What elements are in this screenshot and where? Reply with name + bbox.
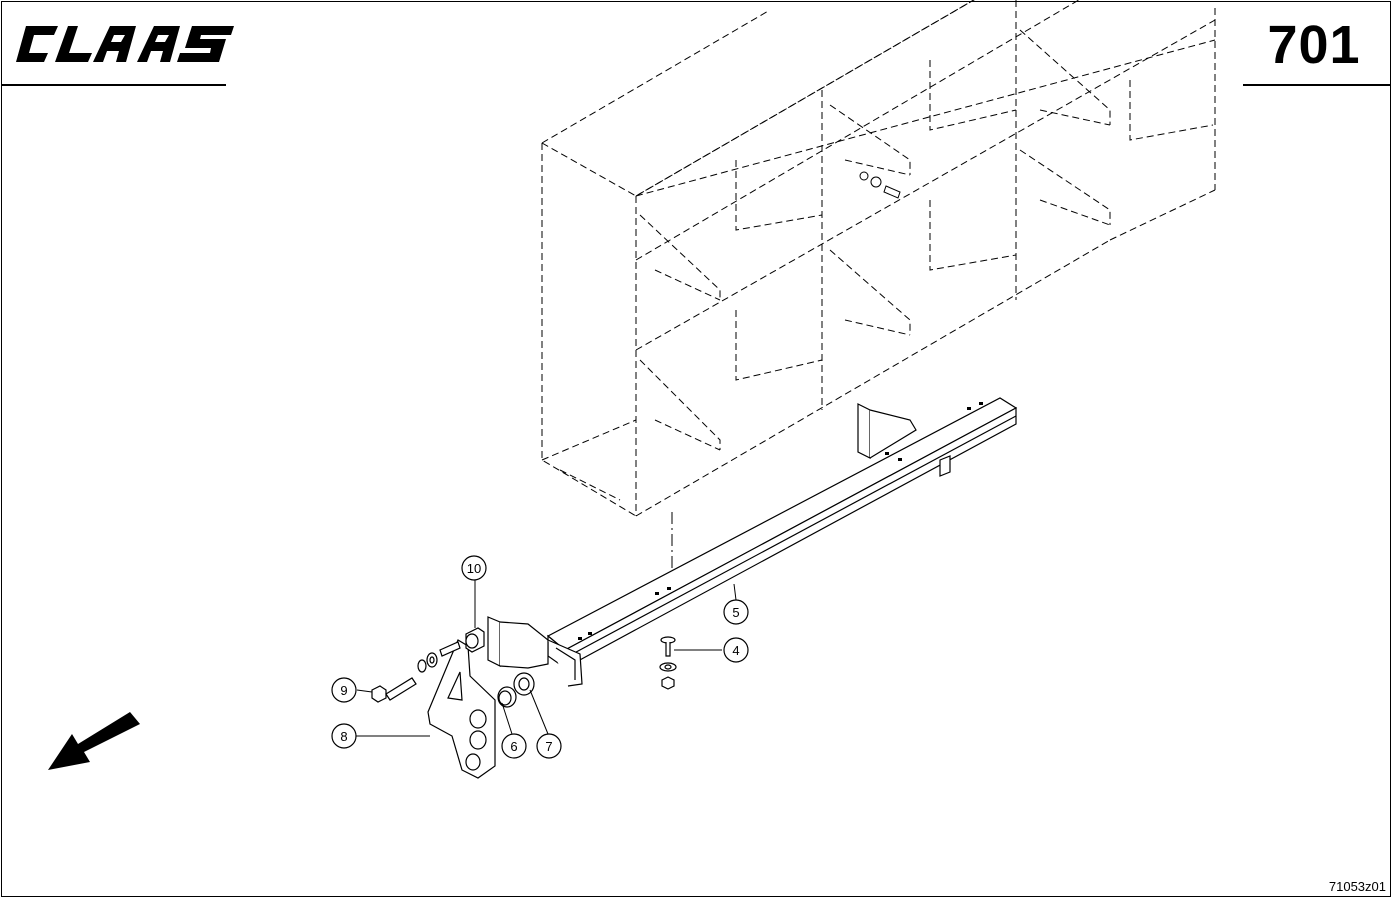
svg-text:9: 9: [340, 683, 347, 698]
washer-part-7: [513, 672, 535, 696]
callout-6[interactable]: 6: [501, 733, 527, 759]
bracket-part-8: [427, 639, 496, 779]
svg-text:7: 7: [545, 739, 552, 754]
ring-part-6: [497, 686, 517, 708]
svg-text:4: 4: [732, 643, 739, 658]
claas-logo: CLAAS: [14, 20, 236, 73]
bushing-part-10: [465, 627, 485, 653]
callout-9[interactable]: 9: [331, 677, 357, 703]
leader-lines: [356, 580, 737, 737]
page-number: 701: [1267, 15, 1361, 75]
svg-text:8: 8: [340, 729, 347, 744]
chassis-frame-dashed: [541, 0, 1216, 517]
chassis-bolt: [859, 171, 901, 199]
header-rule-left: [1, 84, 226, 86]
fastener-part-4: [659, 636, 677, 690]
callout-7[interactable]: 7: [536, 733, 562, 759]
callout-5[interactable]: 5: [723, 599, 749, 625]
rail-part-5: [546, 397, 1018, 670]
svg-text:5: 5: [732, 605, 739, 620]
rail-bracket-rear: [857, 403, 951, 477]
direction-arrow-icon: [48, 712, 140, 770]
drawing-code: 71053z01: [1328, 879, 1386, 894]
rail-bracket-front: [487, 616, 583, 687]
svg-text:6: 6: [510, 739, 517, 754]
svg-text:10: 10: [467, 561, 481, 576]
header-rule-right: [1243, 84, 1391, 86]
callout-4[interactable]: 4: [723, 637, 749, 663]
callout-10[interactable]: 10: [461, 555, 487, 581]
claas-logo-mark: [16, 26, 234, 62]
bolt-part-9: [371, 641, 461, 703]
callout-8[interactable]: 8: [331, 723, 357, 749]
